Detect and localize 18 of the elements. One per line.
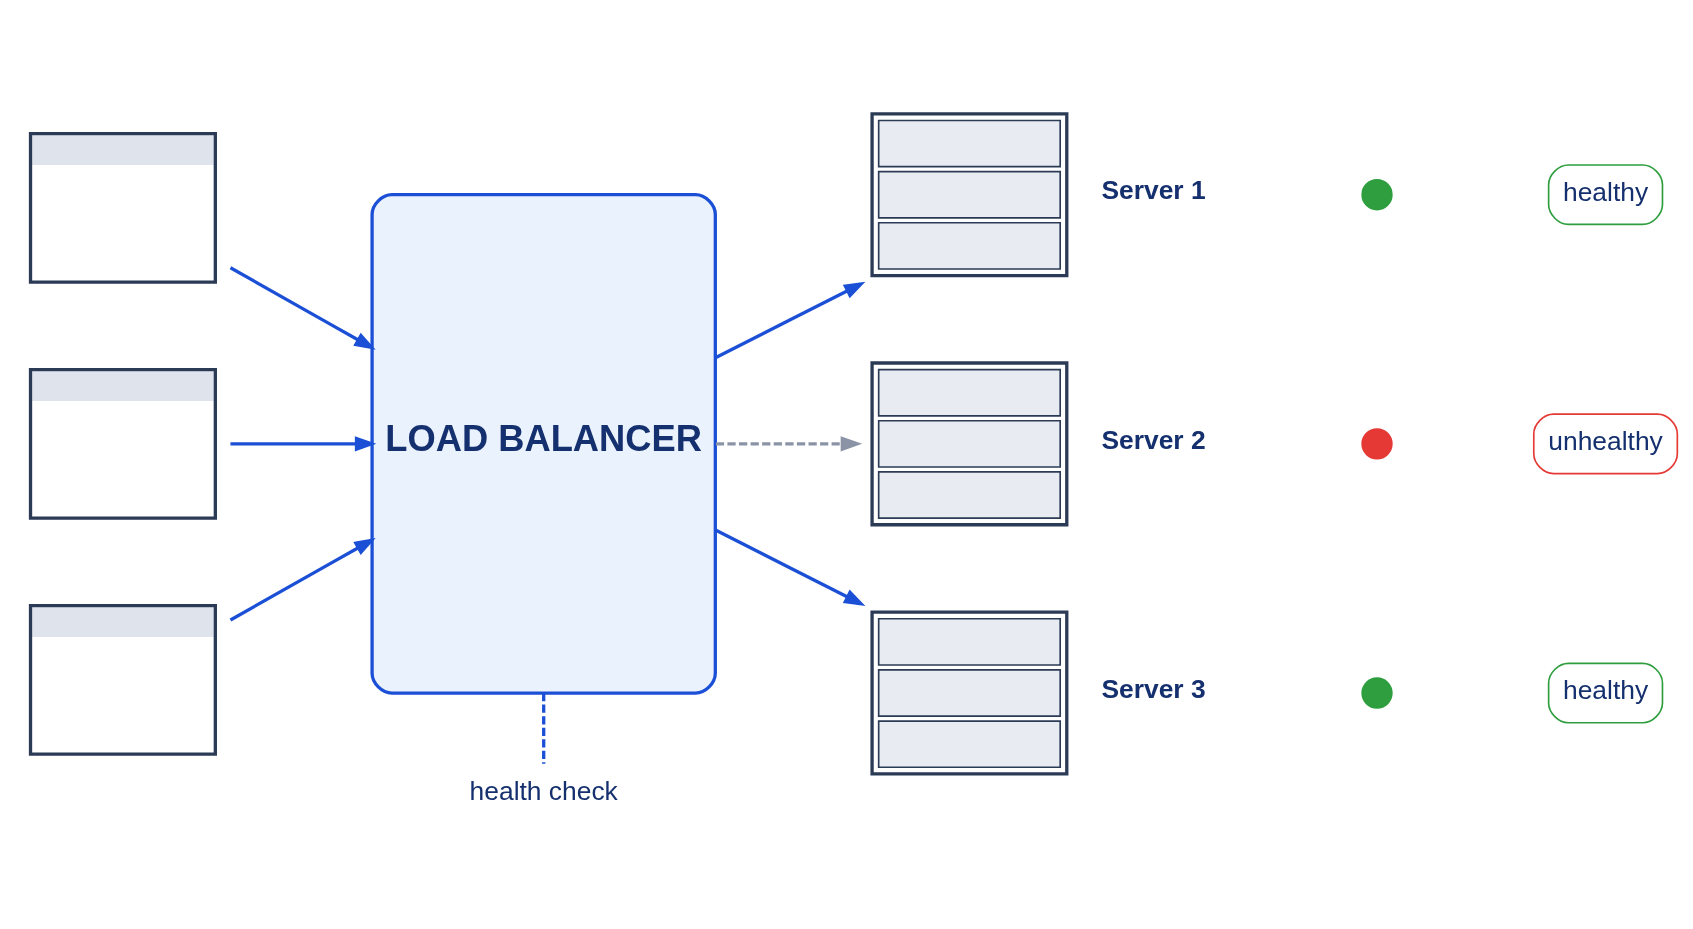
node-label: Server 2 [1101, 424, 1206, 455]
node-label: Server 1 [1101, 175, 1206, 206]
node-box: unhealthy [1532, 413, 1679, 475]
arrow [229, 537, 376, 622]
node-text: health check [469, 775, 618, 806]
arrow [715, 528, 866, 607]
node-circle [1361, 428, 1393, 460]
arrow [715, 281, 866, 359]
arrow [715, 436, 863, 452]
node-box: healthy [1547, 662, 1664, 724]
connector [542, 693, 546, 764]
arrow [230, 436, 377, 452]
node-label: Server 3 [1101, 673, 1206, 704]
node-circle [1361, 677, 1393, 709]
node-box: LOAD BALANCER [370, 193, 717, 695]
node-circle [1361, 179, 1393, 211]
arrow [229, 266, 376, 350]
node-box: healthy [1547, 164, 1664, 226]
